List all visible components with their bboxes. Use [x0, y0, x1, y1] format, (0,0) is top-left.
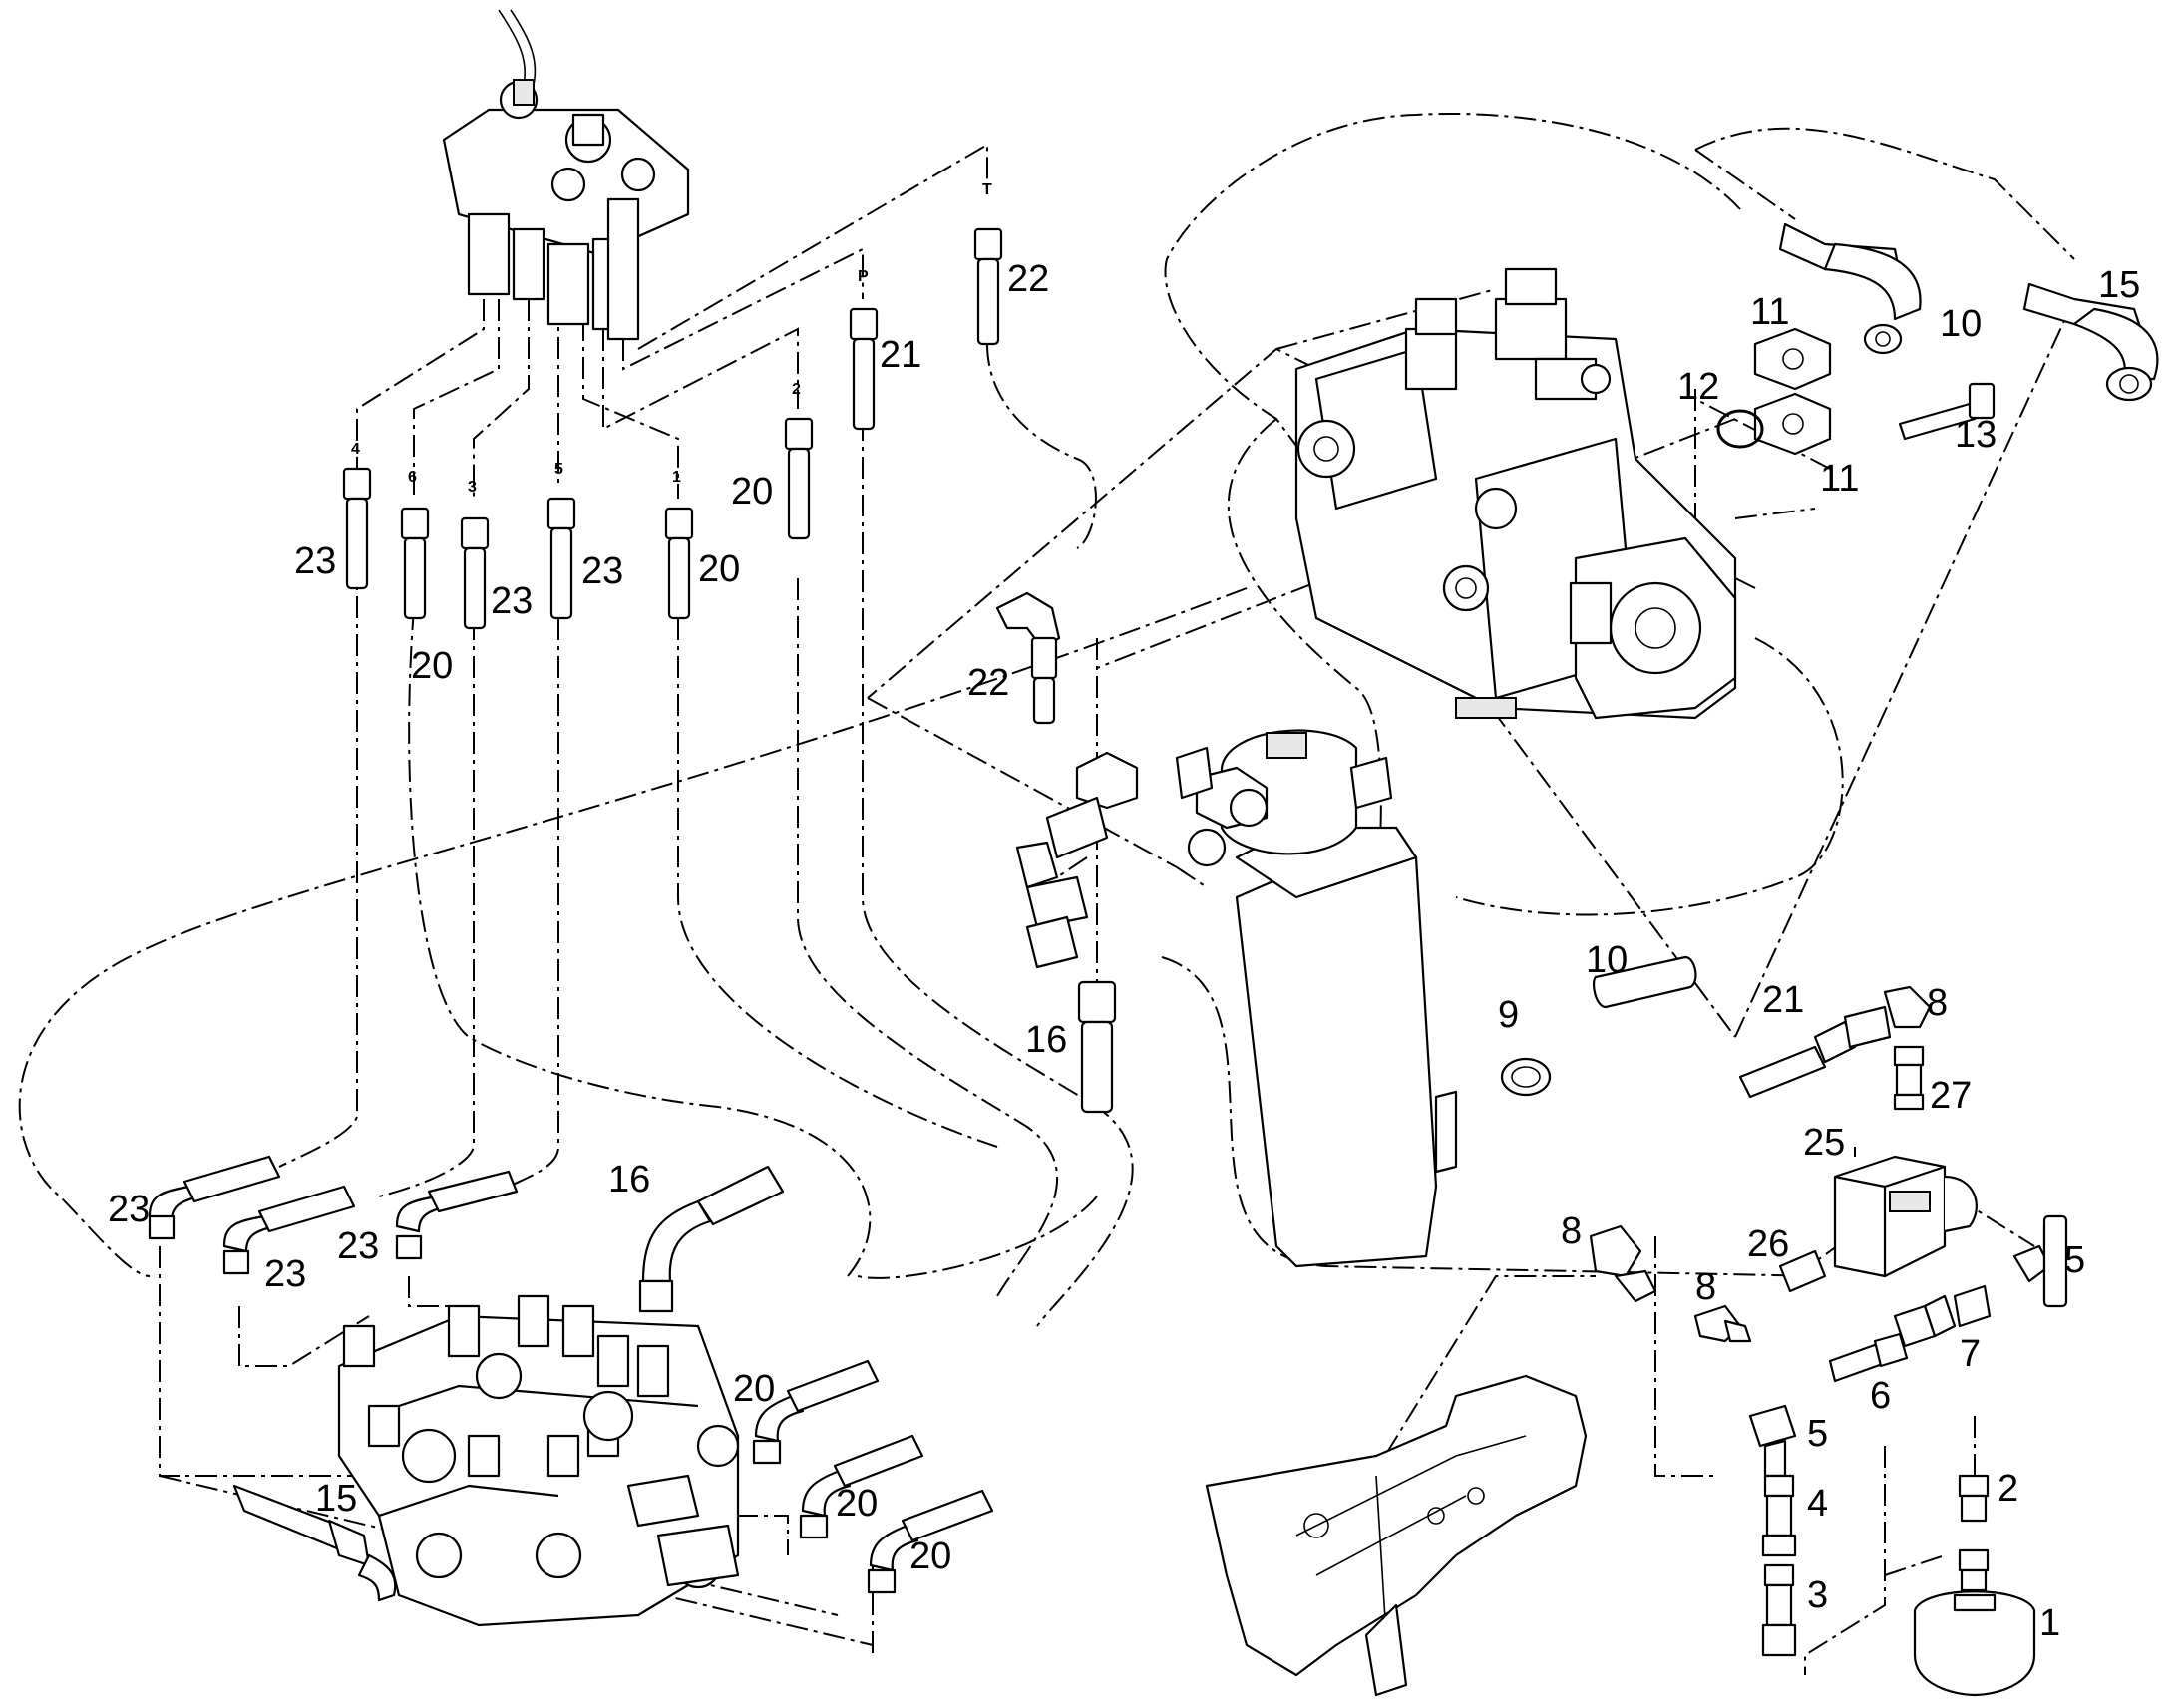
hose-21-assembly	[1738, 985, 1932, 1111]
port-1-label: 1	[672, 469, 681, 486]
hydraulic-pump	[1294, 267, 1737, 720]
callout-8: 8	[1695, 1266, 1716, 1308]
callout-6: 6	[1870, 1375, 1891, 1417]
port-2-label: 2	[792, 381, 801, 398]
port-5-label: 5	[554, 461, 563, 478]
callout-9: 9	[1498, 994, 1519, 1036]
main-control-valve	[337, 1294, 740, 1627]
callout-4: 4	[1807, 1483, 1828, 1525]
callout-16: 16	[1025, 1019, 1067, 1061]
right-fittings	[1589, 1214, 2068, 1478]
callout-25: 25	[1803, 1122, 1845, 1164]
callout-15: 15	[315, 1478, 357, 1520]
port-3-label: 3	[468, 479, 477, 496]
callout-5: 5	[1807, 1413, 1828, 1455]
port-t-label: T	[982, 181, 992, 198]
hoses-bottom-left	[148, 1155, 994, 1602]
port-4-label: 4	[351, 441, 360, 458]
tank-fittings	[1015, 746, 1227, 969]
callout-22: 22	[967, 662, 1009, 704]
callout-26: 26	[1747, 1223, 1789, 1265]
callout-8: 8	[1927, 982, 1948, 1024]
callout-1: 1	[2039, 1602, 2060, 1644]
port-labels: 4 6 3 5 1 2 P T	[351, 181, 992, 496]
port-p-label: P	[858, 268, 869, 285]
callout-22: 22	[1007, 258, 1049, 300]
callout-20: 20	[411, 645, 453, 687]
hydraulic-tank	[1195, 729, 1458, 1268]
callout-3: 3	[1807, 1574, 1828, 1616]
callout-20: 20	[731, 471, 773, 512]
callout-23: 23	[294, 540, 336, 582]
callout-10: 10	[1940, 303, 1982, 345]
callout-20: 20	[909, 1536, 951, 1577]
callout-13: 13	[1955, 414, 1997, 456]
callout-20: 20	[733, 1368, 775, 1410]
callout-23: 23	[337, 1225, 379, 1267]
callout-12: 12	[1677, 366, 1719, 408]
machine-frame	[1205, 1374, 1588, 1697]
callout-23: 23	[108, 1189, 150, 1230]
hose-22-elbow	[995, 591, 1061, 725]
callout-2: 2	[1998, 1468, 2018, 1510]
flange-kit	[1716, 327, 1996, 456]
callout-23: 23	[491, 580, 533, 622]
callout-8: 8	[1561, 1210, 1582, 1252]
callout-15: 15	[2098, 264, 2140, 306]
callout-16: 16	[608, 1159, 650, 1200]
routing-lines	[18, 112, 2075, 1675]
callout-23: 23	[264, 1253, 306, 1295]
accumulator-assembly	[1761, 1474, 2036, 1697]
part-callouts: 23 20 23 23 20 20 21 22 22 16 11 10 12 1…	[108, 258, 2140, 1644]
callout-20: 20	[836, 1483, 878, 1525]
callout-7: 7	[1960, 1333, 1981, 1375]
valve-block-25	[1833, 1155, 1978, 1278]
callout-20: 20	[698, 548, 740, 590]
hoses-top-left	[342, 227, 1003, 630]
hoses-top-right	[1778, 222, 2159, 402]
hose-10-and-clamp-9	[1500, 955, 1697, 1097]
callout-11: 11	[1820, 458, 1859, 500]
callout-10: 10	[1586, 939, 1628, 981]
hose-16-straight	[1077, 980, 1117, 1114]
callout-21: 21	[880, 334, 921, 376]
callout-27: 27	[1930, 1075, 1972, 1117]
callout-21: 21	[1762, 979, 1804, 1021]
callout-5: 5	[2064, 1239, 2085, 1281]
port-6-label: 6	[408, 469, 417, 486]
callout-11: 11	[1750, 291, 1789, 333]
callout-23: 23	[581, 550, 623, 592]
pilot-control-valve	[442, 9, 690, 341]
